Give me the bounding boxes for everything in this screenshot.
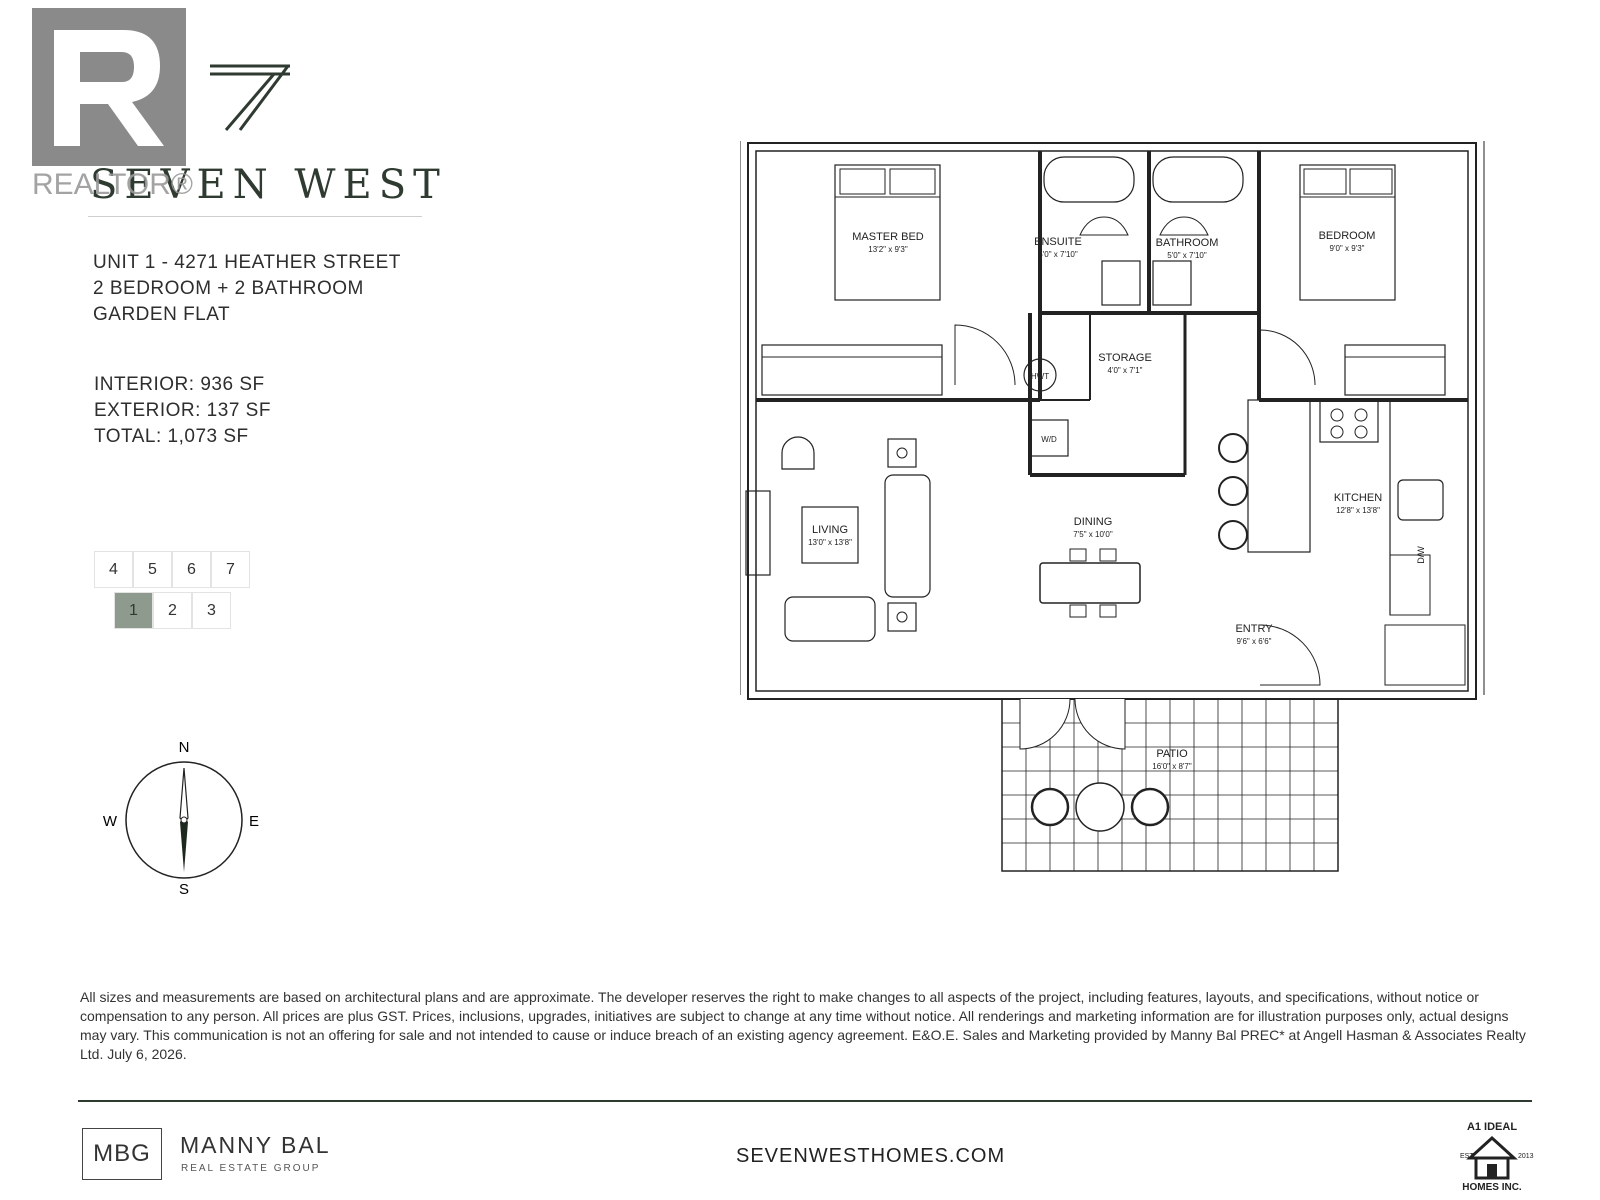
label-entry: ENTRY: [1235, 623, 1273, 635]
unit-cell-2[interactable]: 2: [153, 592, 192, 629]
compass-north-needle: [179, 767, 189, 823]
a1-year: 2013: [1518, 1153, 1534, 1160]
label-hwt: HWT: [1031, 372, 1049, 381]
realtor-watermark-text: REALTOR®: [32, 168, 194, 201]
footer-divider: [78, 1100, 1532, 1102]
a1-bottom-text: HOMES INC.: [1462, 1182, 1522, 1193]
unit-cell-7[interactable]: 7: [211, 551, 250, 588]
dims-storage: 4'0" x 7'1": [1108, 366, 1143, 375]
unit-rooms: 2 BEDROOM + 2 BATHROOM: [93, 278, 364, 299]
area-exterior: EXTERIOR: 137 SF: [94, 400, 271, 421]
brand-name: SEVEN WEST: [90, 162, 447, 208]
label-dw: D/W: [1416, 546, 1426, 564]
unit-title: UNIT 1 - 4271 HEATHER STREET: [93, 252, 401, 273]
dims-living: 13'0" x 13'8": [808, 538, 852, 547]
compass-south-needle: [180, 818, 188, 872]
mbg-logo: MBG: [82, 1128, 162, 1180]
compass-e: E: [249, 813, 259, 830]
compass-n: N: [179, 740, 190, 756]
dims-entry: 9'6" x 6'6": [1237, 637, 1272, 646]
label-kitchen: KITCHEN: [1334, 492, 1382, 504]
label-living: LIVING: [812, 524, 848, 536]
seven-west-slash-icon: [210, 64, 290, 131]
a1-est: EST: [1460, 1153, 1474, 1160]
mbg-subtitle: REAL ESTATE GROUP: [181, 1163, 321, 1174]
website-link[interactable]: SEVENWESTHOMES.COM: [736, 1145, 1006, 1167]
brand-divider: [88, 216, 422, 217]
mbg-name: MANNY BAL: [180, 1132, 331, 1158]
unit-cell-4[interactable]: 4: [94, 551, 133, 588]
a1-ideal-homes-logo: A1 IDEAL EST 2013 HOMES INC.: [1460, 1121, 1534, 1193]
label-bedroom: BEDROOM: [1319, 230, 1376, 242]
dims-dining: 7'5" x 10'0": [1073, 530, 1113, 539]
label-ensuite: ENSUITE: [1034, 236, 1082, 248]
compass-rose: N S E W: [103, 740, 259, 898]
area-total: TOTAL: 1,073 SF: [94, 426, 249, 447]
realtor-logo: [32, 8, 186, 166]
unit-cell-5[interactable]: 5: [133, 551, 172, 588]
dims-master-bed: 13'2" x 9'3": [868, 245, 908, 254]
unit-type: GARDEN FLAT: [93, 304, 231, 325]
unit-cell-1-selected[interactable]: 1: [114, 592, 153, 629]
label-wd: W/D: [1041, 435, 1057, 444]
compass-w: W: [103, 813, 118, 830]
dims-kitchen: 12'8" x 13'8": [1336, 506, 1380, 515]
unit-cell-6[interactable]: 6: [172, 551, 211, 588]
area-interior: INTERIOR: 936 SF: [94, 374, 265, 395]
unit-cell-3[interactable]: 3: [192, 592, 231, 629]
label-storage: STORAGE: [1098, 352, 1152, 364]
dims-ensuite: 5'0" x 7'10": [1038, 250, 1078, 259]
dims-bathroom: 5'0" x 7'10": [1167, 251, 1207, 260]
label-dining: DINING: [1074, 516, 1113, 528]
dims-patio: 16'0" x 8'7": [1152, 762, 1192, 771]
label-patio: PATIO: [1156, 748, 1188, 760]
a1-top-text: A1 IDEAL: [1467, 1121, 1517, 1133]
legal-disclaimer: All sizes and measurements are based on …: [80, 989, 1526, 1062]
label-master-bed: MASTER BED: [852, 231, 924, 243]
unit-selector: 4 5 6 7 1 2 3: [94, 551, 254, 633]
label-bathroom: BATHROOM: [1156, 237, 1219, 249]
dims-bedroom: 9'0" x 9'3": [1330, 244, 1365, 253]
floor-plan: MASTER BED 13'2" x 9'3" ENSUITE 5'0" x 7…: [740, 141, 1485, 872]
compass-s: S: [179, 881, 189, 898]
